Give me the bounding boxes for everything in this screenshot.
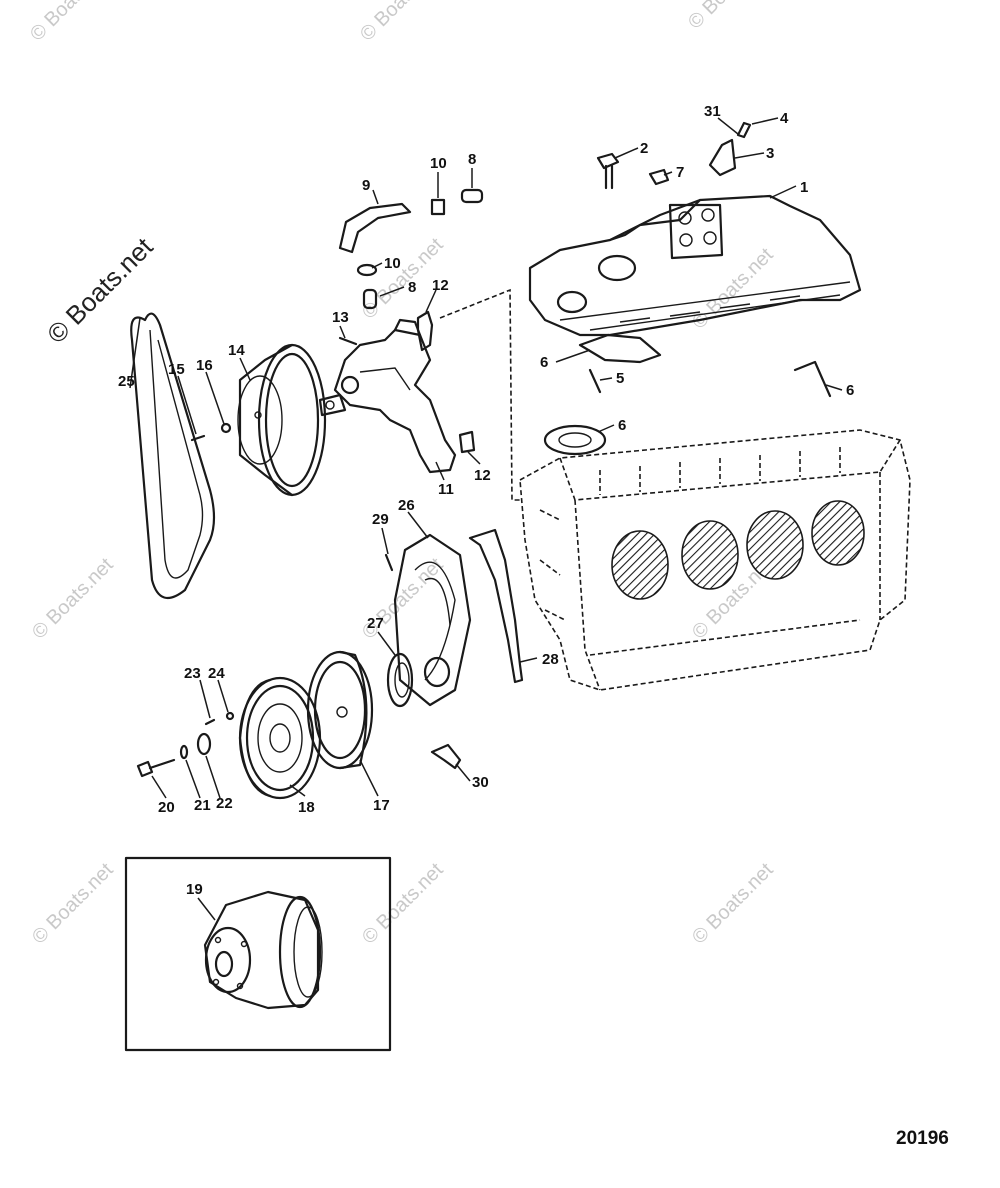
cover-bolt	[384, 553, 394, 572]
timing-cover	[393, 533, 472, 707]
callout-8: 8	[408, 279, 416, 296]
pulley-screw	[204, 718, 216, 726]
callout-28: 28	[542, 651, 559, 668]
bypass-hose	[338, 202, 412, 254]
fitting	[460, 188, 484, 204]
water-outlet-gasket	[543, 424, 607, 456]
alternate-pulley	[203, 890, 323, 1010]
callout-6: 6	[540, 354, 548, 371]
callout-15: 15	[168, 361, 185, 378]
intake-manifold	[528, 194, 862, 337]
pump-gasket	[416, 310, 434, 352]
callout-27: 27	[367, 615, 384, 632]
callout-24: 24	[208, 665, 225, 682]
callout-12: 12	[432, 277, 449, 294]
callout-10: 10	[384, 255, 401, 272]
callout-29: 29	[372, 511, 389, 528]
oil-seal	[386, 652, 414, 708]
callout-30: 30	[472, 774, 489, 791]
drive-belt	[130, 312, 216, 600]
callout-4: 4	[780, 110, 789, 127]
callout-23: 23	[184, 665, 201, 682]
callout-13: 13	[332, 309, 349, 326]
callout-20: 20	[158, 799, 175, 816]
watermark: © Boats.net	[356, 0, 446, 46]
callout-16: 16	[196, 357, 213, 374]
callout-14: 14	[228, 342, 245, 359]
hose-clamp-lower	[356, 263, 378, 277]
hose-clamp	[430, 198, 446, 216]
washer	[179, 744, 189, 760]
washer-plate	[196, 732, 212, 756]
bolt	[596, 152, 620, 190]
plug	[648, 168, 670, 186]
crankshaft-pulley	[306, 650, 374, 770]
water-pump	[318, 318, 457, 474]
reference-line	[439, 288, 520, 501]
pulley-bolt	[190, 434, 206, 442]
callout-3: 3	[766, 145, 774, 162]
watermark: © Boats.net	[28, 554, 118, 644]
callout-9: 9	[362, 177, 370, 194]
callout-6: 6	[618, 417, 626, 434]
manifold-gasket-right	[793, 360, 832, 398]
leader-lines	[129, 117, 843, 921]
callout-10: 10	[430, 155, 447, 172]
callout-6: 6	[846, 382, 854, 399]
callout-5: 5	[616, 370, 624, 387]
pump-pulley	[237, 343, 327, 497]
callout-11: 11	[438, 481, 454, 498]
pump-gasket-lower	[458, 430, 476, 454]
inset-box	[124, 856, 392, 1052]
callout-21: 21	[194, 797, 211, 814]
callout-2: 2	[640, 140, 648, 157]
fitting-lower	[362, 288, 378, 310]
watermark: © Boats.net	[28, 859, 118, 949]
callout-17: 17	[373, 797, 390, 814]
callout-12: 12	[474, 467, 491, 484]
watermark: © Boats.net	[688, 859, 778, 949]
pump-bolt	[338, 336, 358, 346]
stud	[588, 368, 602, 394]
screw	[736, 121, 752, 139]
callout-22: 22	[216, 795, 233, 812]
timing-cover-gasket	[468, 528, 524, 684]
tab-clip	[430, 743, 462, 770]
engine-block	[519, 429, 911, 691]
watermark-copyright: © Boats.net	[41, 231, 159, 349]
callout-31: 31	[704, 103, 721, 120]
lockwasher	[220, 422, 232, 434]
watermark: © Boats.net	[684, 0, 774, 34]
watermark: © Boats.net	[358, 859, 448, 949]
figure-number: 20196	[896, 1128, 949, 1149]
callout-7: 7	[676, 164, 684, 181]
pulley-lockwasher	[225, 711, 235, 721]
balancer-bolt	[136, 758, 176, 778]
callout-19: 19	[186, 881, 203, 898]
callout-25: 25	[118, 373, 135, 390]
callout-1: 1	[800, 179, 808, 196]
callout-26: 26	[398, 497, 415, 514]
manifold-gasket	[578, 333, 662, 364]
bracket	[708, 138, 737, 177]
callout-18: 18	[298, 799, 315, 816]
watermark: © Boats.net	[26, 0, 116, 46]
callout-8: 8	[468, 151, 476, 168]
